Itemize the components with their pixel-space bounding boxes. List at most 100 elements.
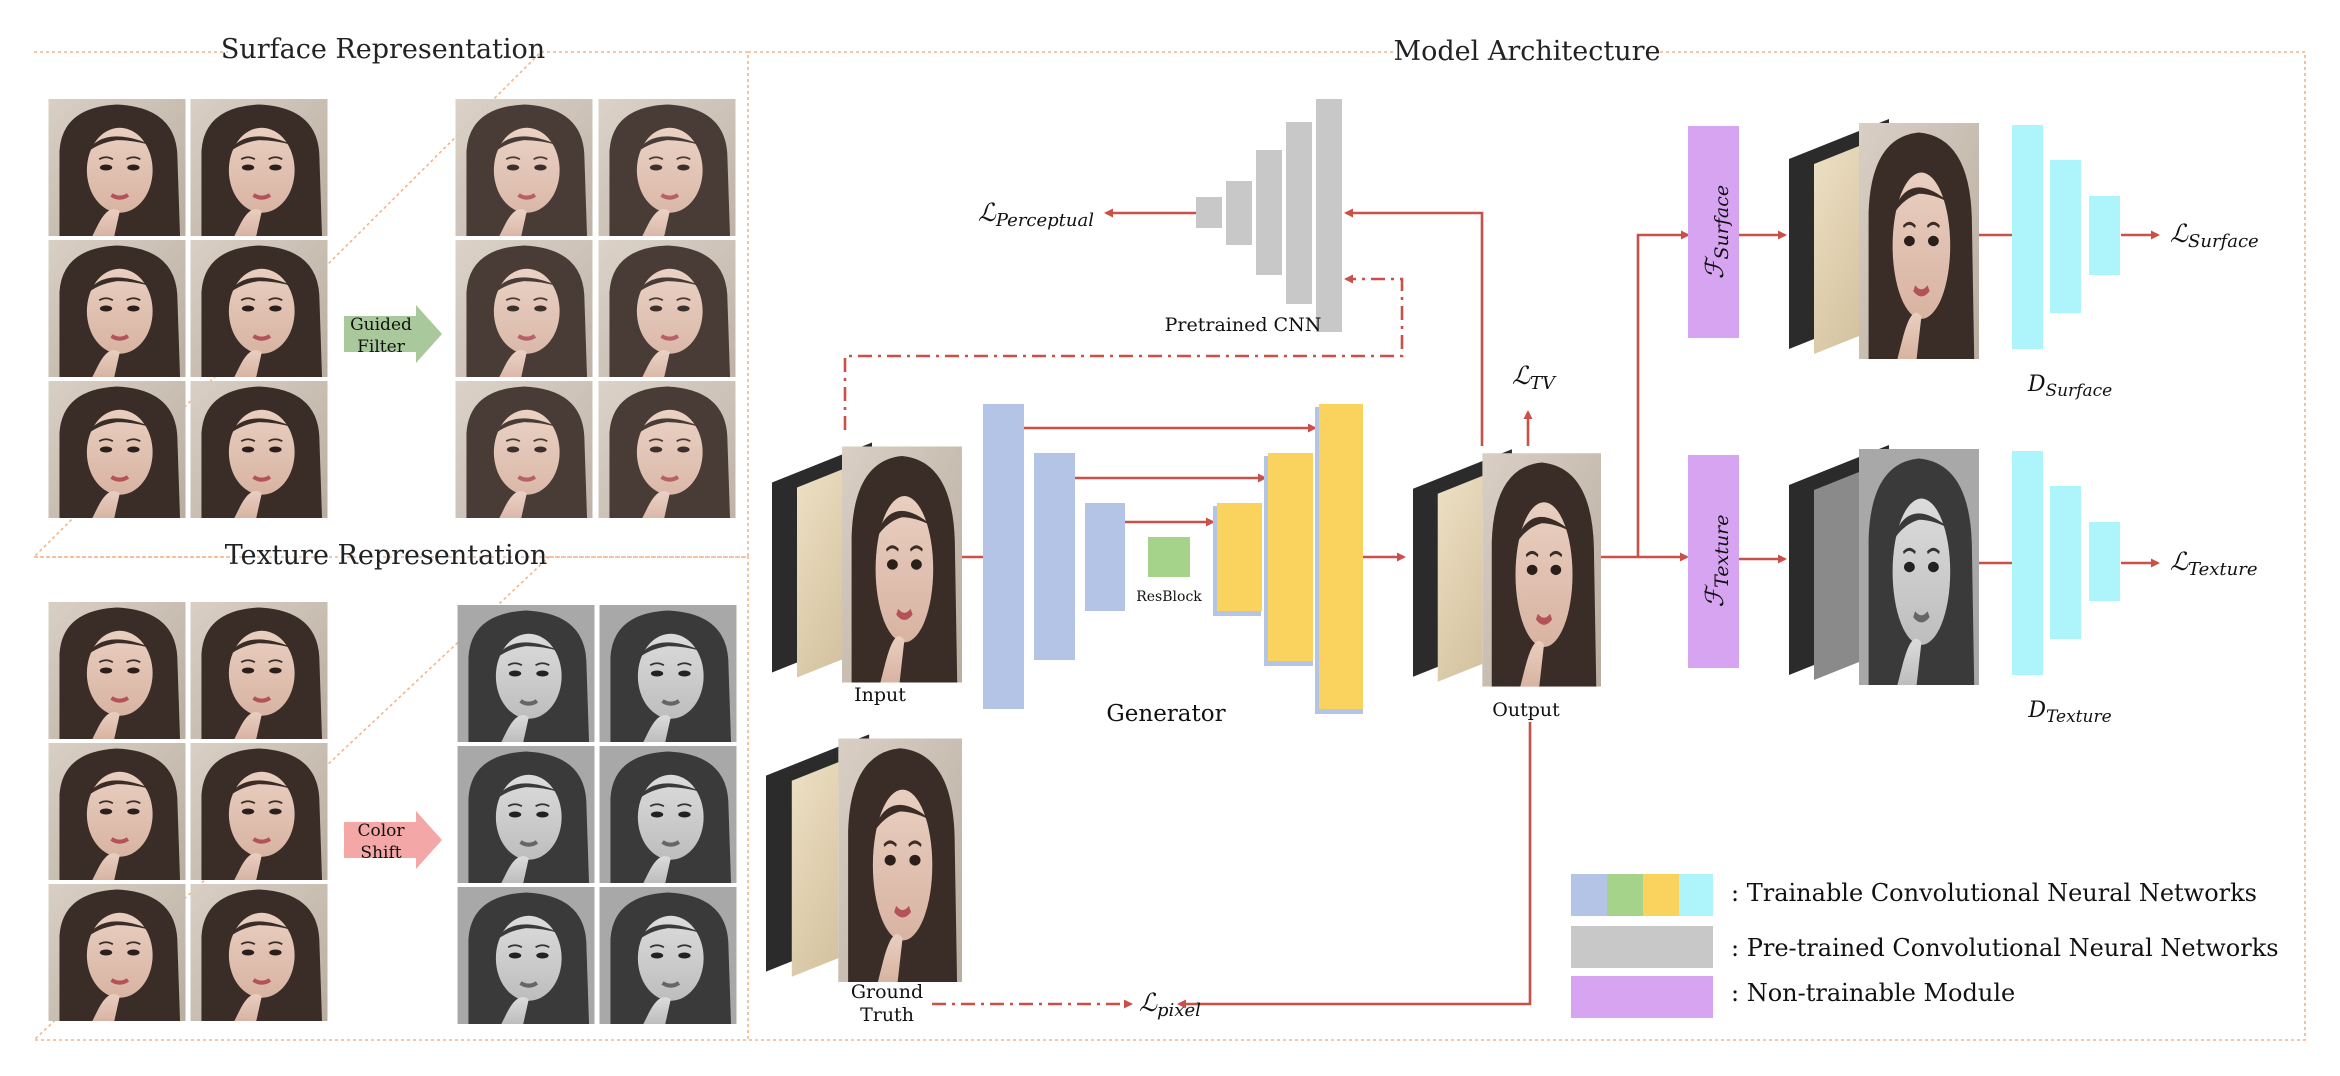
surface-input-image <box>49 381 186 518</box>
surface-panel-title: Surface Representation <box>221 34 545 65</box>
f-surface-module <box>1688 126 1739 338</box>
surface-input-image <box>49 240 186 377</box>
decoder-block-2 <box>1268 453 1313 661</box>
legend-item-pretrained: : Pre-trained Convolutional Neural Netwo… <box>1571 926 2279 968</box>
input-label: Input <box>854 684 906 706</box>
surface-output-image <box>456 99 593 236</box>
legend-swatch <box>1571 926 1713 968</box>
d-surface-label: DSurface <box>2027 372 2112 401</box>
ground-truth-label-line2: Truth <box>860 1004 914 1026</box>
legend-swatch <box>1571 874 1607 916</box>
legend-text: : Non-trainable Module <box>1731 979 2015 1007</box>
d-surface-layer <box>2012 125 2043 349</box>
texture-input-image <box>191 884 328 1021</box>
ground-truth-label-line1: Ground <box>851 981 923 1003</box>
texture-output-image <box>458 605 595 742</box>
texture-input-image <box>49 602 186 739</box>
legend-swatch <box>1607 874 1643 916</box>
surface-input-image <box>191 240 328 377</box>
model-panel-title: Model Architecture <box>1393 36 1660 67</box>
legend-swatch <box>1571 976 1713 1018</box>
pretrained-layer <box>1316 99 1342 332</box>
legend-item-trainable: : Trainable Convolutional Neural Network… <box>1571 874 2257 916</box>
discriminator-surface <box>2012 125 2120 349</box>
pixel-loss-label: ℒpixel <box>1139 988 1201 1021</box>
color-shift-arrow: Color Shift <box>344 811 442 869</box>
surface-image-stack <box>1789 119 1979 359</box>
legend-swatch <box>1643 874 1679 916</box>
texture-input-image <box>191 602 328 739</box>
ground-truth-image-stack <box>766 734 962 982</box>
resblock <box>1148 537 1190 577</box>
legend-text: : Trainable Convolutional Neural Network… <box>1731 879 2257 907</box>
legend-item-non-trainable: : Non-trainable Module <box>1571 976 2015 1018</box>
pretrained-cnn <box>1196 99 1342 332</box>
surface-output-image <box>456 381 593 518</box>
encoder-block-2 <box>1034 453 1075 660</box>
decoder-block-3 <box>1319 404 1363 709</box>
texture-output-image <box>600 887 737 1024</box>
pretrained-cnn-label: Pretrained CNN <box>1165 314 1322 336</box>
surface-input-grid <box>49 99 328 518</box>
surface-output-image <box>599 99 736 236</box>
surface-input-image <box>191 99 328 236</box>
encoder-block-3 <box>1085 503 1125 611</box>
texture-panel-title: Texture Representation <box>225 540 548 571</box>
d-surface-layer <box>2050 160 2081 313</box>
decoder-block-1 <box>1217 503 1262 611</box>
d-texture-layer <box>2089 522 2120 601</box>
output-label: Output <box>1492 699 1560 721</box>
texture-loss-label: ℒTexture <box>2170 547 2258 580</box>
color-shift-label-line2: Shift <box>360 843 401 863</box>
surface-loss-label: ℒSurface <box>2170 219 2259 252</box>
texture-input-image <box>49 884 186 1021</box>
guided-filter-arrow: Guided Filter <box>344 305 442 363</box>
generator-label: Generator <box>1106 701 1225 727</box>
pretrained-layer <box>1286 122 1312 304</box>
guided-filter-label-line1: Guided <box>350 315 412 335</box>
surface-output-image <box>599 240 736 377</box>
input-image-stack <box>772 443 962 683</box>
tv-loss-label: ℒTV <box>1512 361 1557 394</box>
f-texture-module <box>1688 455 1739 668</box>
surface-input-image <box>49 99 186 236</box>
texture-input-image <box>49 743 186 880</box>
pretrained-layer <box>1226 181 1252 245</box>
arrow-input-to-pretrained-dashed <box>843 274 1404 430</box>
d-surface-layer <box>2089 196 2120 275</box>
encoder-block-1 <box>983 404 1024 709</box>
texture-panel-border <box>31 556 749 1041</box>
legend-text: : Pre-trained Convolutional Neural Netwo… <box>1731 934 2279 962</box>
guided-filter-label-line2: Filter <box>357 337 406 357</box>
color-shift-label-line1: Color <box>357 821 405 841</box>
surface-output-image <box>456 240 593 377</box>
surface-input-image <box>191 381 328 518</box>
d-texture-label: DTexture <box>2027 698 2111 727</box>
texture-output-image <box>600 746 737 883</box>
texture-output-image <box>600 605 737 742</box>
f-surface-label: ℱSurface <box>1700 185 1733 279</box>
arrow-output-to-f-surface <box>1636 230 1690 557</box>
texture-output-grid <box>458 605 737 1024</box>
surface-output-image <box>599 381 736 518</box>
surface-output-grid <box>456 99 736 518</box>
arrow-output-to-pixel-loss <box>1177 722 1532 1009</box>
pretrained-layer <box>1196 197 1222 228</box>
d-texture-layer <box>2050 486 2081 639</box>
resblock-label: ResBlock <box>1136 589 1202 605</box>
legend: : Trainable Convolutional Neural Network… <box>1571 874 2279 1018</box>
texture-output-image <box>458 887 595 1024</box>
texture-output-image <box>458 746 595 883</box>
texture-image-stack <box>1789 445 1979 685</box>
output-image-stack <box>1413 449 1601 686</box>
texture-input-image <box>191 743 328 880</box>
arrows <box>843 208 2160 1009</box>
discriminator-texture <box>2012 451 2120 675</box>
arrow-output-to-pretrained <box>1344 208 1484 446</box>
d-texture-layer <box>2012 451 2043 675</box>
pretrained-layer <box>1256 150 1282 275</box>
generator <box>983 404 1363 714</box>
legend-swatch <box>1679 874 1713 916</box>
texture-input-grid <box>49 602 328 1021</box>
